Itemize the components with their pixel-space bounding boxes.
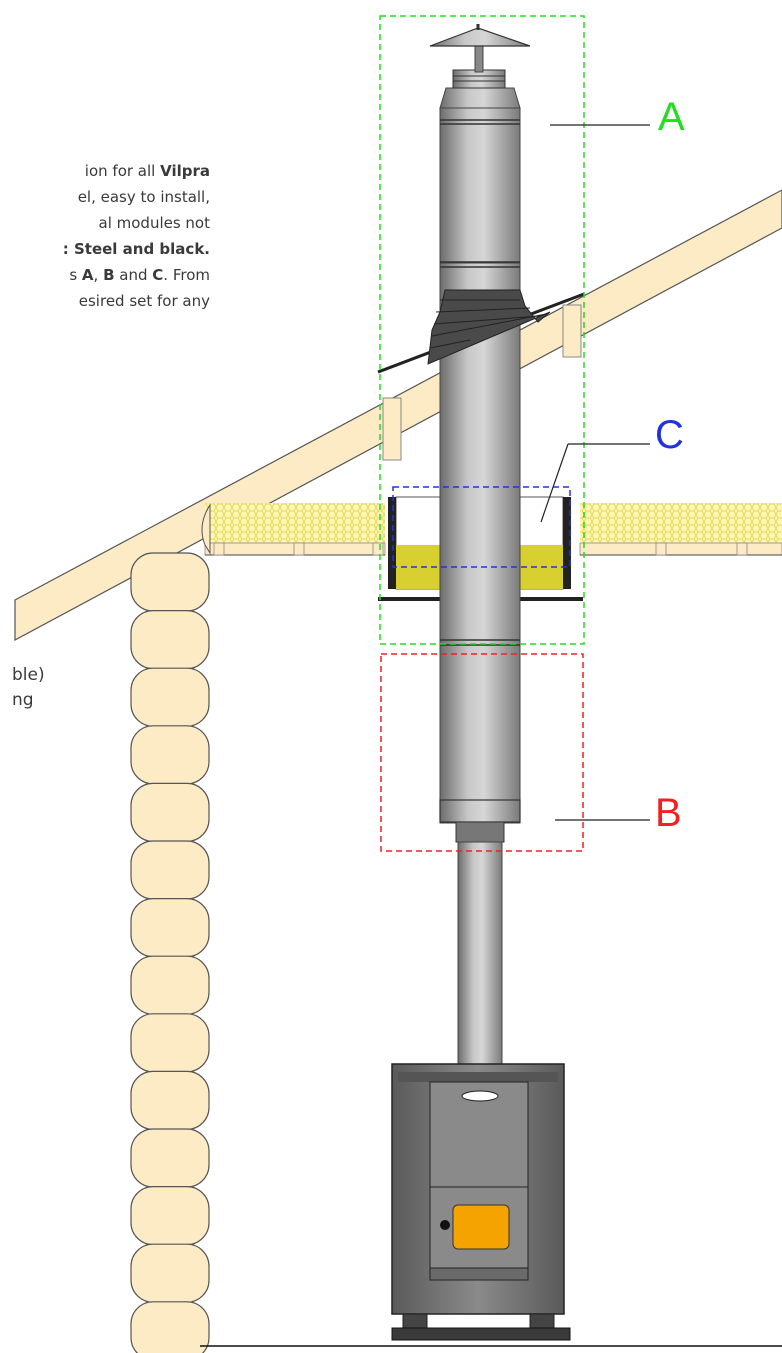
description-text: Vilpra bbox=[160, 162, 210, 180]
log bbox=[130, 1301, 210, 1353]
log bbox=[130, 897, 210, 958]
description-text: esired set for any bbox=[78, 292, 210, 310]
section-label-c: C bbox=[655, 413, 684, 457]
description-line-3: al modules not bbox=[99, 210, 211, 236]
stove-door-window bbox=[452, 1204, 510, 1250]
section-box-a bbox=[379, 15, 585, 645]
description-text: and bbox=[114, 266, 153, 284]
leader-line-c bbox=[540, 443, 569, 523]
description-text: , bbox=[93, 266, 104, 284]
section-label-b: B bbox=[655, 791, 682, 835]
description-line-4: : Steel and black. bbox=[63, 236, 210, 262]
log bbox=[130, 840, 210, 900]
log bbox=[130, 955, 210, 1015]
log bbox=[130, 552, 210, 612]
description-text: ion for all bbox=[84, 162, 161, 180]
log bbox=[130, 782, 210, 843]
description-text: el, easy to install, bbox=[77, 188, 210, 206]
chimney-pipe bbox=[429, 24, 531, 1065]
brand-logo bbox=[461, 1090, 499, 1102]
description-text: s bbox=[69, 266, 82, 284]
sauna-stove bbox=[200, 1063, 782, 1347]
log bbox=[130, 1128, 210, 1188]
description-text: . From bbox=[163, 266, 210, 284]
description-line-5: s A, B and C. From bbox=[69, 262, 210, 288]
description-text: A bbox=[81, 266, 94, 284]
log bbox=[130, 725, 210, 785]
description-text: C bbox=[152, 266, 164, 284]
ceiling-insulation bbox=[204, 503, 782, 556]
log bbox=[130, 667, 210, 727]
note-line-2: ng bbox=[12, 690, 34, 710]
description-text: B bbox=[103, 266, 115, 284]
section-box-c bbox=[392, 486, 571, 568]
log bbox=[130, 1185, 210, 1246]
section-label-a: A bbox=[658, 95, 685, 139]
note-line-1: ble) bbox=[12, 665, 45, 685]
roof-flashing bbox=[427, 289, 551, 365]
log bbox=[201, 503, 211, 555]
description-line-6: esired set for any bbox=[79, 288, 210, 314]
log-wall bbox=[130, 503, 211, 1353]
door-handle bbox=[440, 1220, 450, 1230]
log bbox=[130, 1013, 210, 1073]
description-text: al modules not bbox=[98, 214, 211, 232]
log bbox=[130, 1070, 210, 1131]
log bbox=[130, 609, 210, 670]
section-box-b bbox=[380, 653, 584, 852]
log bbox=[130, 1243, 210, 1303]
description-line-2: el, easy to install, bbox=[78, 184, 210, 210]
description-text: : Steel and black. bbox=[62, 240, 210, 258]
description-line-1: ion for all Vilpra bbox=[85, 158, 210, 184]
